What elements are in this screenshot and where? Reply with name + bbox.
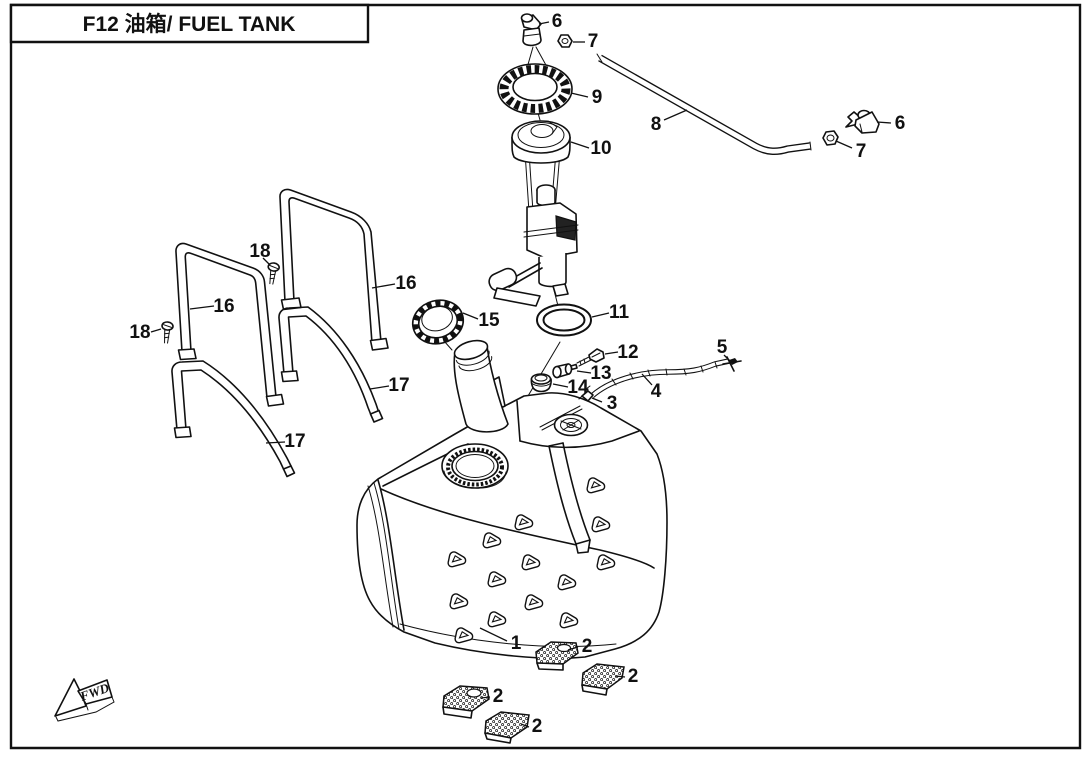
elbow-fitting-top: [522, 14, 542, 45]
fwd-arrow: FWD: [55, 679, 114, 721]
callout-18-top: 18: [249, 241, 270, 262]
callout-3: 3: [607, 393, 618, 414]
nut-top: [558, 35, 572, 47]
callout-10: 10: [590, 138, 611, 159]
rubber-pad: [582, 664, 624, 695]
strap-screw: [161, 322, 174, 344]
callout-2c: 2: [493, 686, 504, 707]
lower-strap-left: [172, 361, 295, 477]
rubber-pad: [443, 686, 489, 718]
tank-filler-opening: [442, 444, 508, 488]
callout-9: 9: [592, 87, 603, 108]
callout-15: 15: [478, 310, 500, 331]
callout-12: 12: [617, 342, 638, 363]
callout-16-left: 16: [213, 296, 234, 317]
rubber-pad: [485, 712, 529, 743]
o-ring-drawing: [537, 305, 591, 336]
fuel-pump-drawing: [487, 121, 578, 306]
vent-hose-drawing: [592, 361, 729, 396]
callout-2d: 2: [532, 716, 543, 737]
fuel-tank-drawing: [357, 377, 667, 658]
elbow-fitting-right: [846, 111, 879, 134]
upper-strap-right: [280, 189, 388, 350]
tank-vent-cap: [555, 415, 588, 436]
fuel-cap-drawing: [408, 295, 468, 350]
callouts: 6 7 9 10 8 6 7 11 15 12 13 14 5 4 3 1 2 …: [129, 11, 905, 737]
page-title: F12 油箱/ FUEL TANK: [83, 12, 296, 36]
callout-4: 4: [651, 381, 662, 402]
filler-neck-drawing: [452, 337, 508, 432]
fuel-pipe-drawing: [597, 54, 811, 151]
upper-strap-left: [176, 243, 284, 406]
callout-7-right: 7: [856, 141, 867, 162]
callout-7-top: 7: [588, 31, 599, 52]
lower-strap-right: [279, 307, 383, 422]
callout-17-right: 17: [388, 375, 409, 396]
callout-11: 11: [609, 302, 630, 323]
vent-fitting-drawing: [553, 364, 577, 378]
callout-17-left: 17: [284, 431, 305, 452]
callout-16-right: 16: [395, 273, 416, 294]
rubber-pad: [536, 642, 578, 670]
callout-2a: 2: [582, 636, 593, 657]
callout-5: 5: [717, 337, 728, 358]
tank-straps-drawing: [161, 189, 388, 476]
rubber-pads-drawing: [443, 642, 624, 743]
callout-18-left: 18: [129, 322, 150, 343]
bolt-drawing: [577, 349, 604, 366]
nut-right: [823, 131, 838, 145]
hose-clamp-drawing: [579, 386, 593, 401]
callout-14: 14: [567, 377, 589, 398]
lock-ring-drawing: [498, 64, 572, 114]
callout-2b: 2: [628, 666, 639, 687]
callout-1: 1: [511, 633, 522, 654]
strap-screw: [266, 262, 280, 284]
callout-13: 13: [590, 363, 611, 384]
callout-6-right: 6: [895, 113, 906, 134]
callout-6-top: 6: [552, 11, 563, 32]
callout-8: 8: [651, 114, 662, 135]
grommet-drawing: [531, 374, 551, 392]
title-block: F12 油箱/ FUEL TANK: [11, 5, 368, 42]
leader-lines: [151, 22, 891, 727]
page-border: [11, 5, 1080, 748]
